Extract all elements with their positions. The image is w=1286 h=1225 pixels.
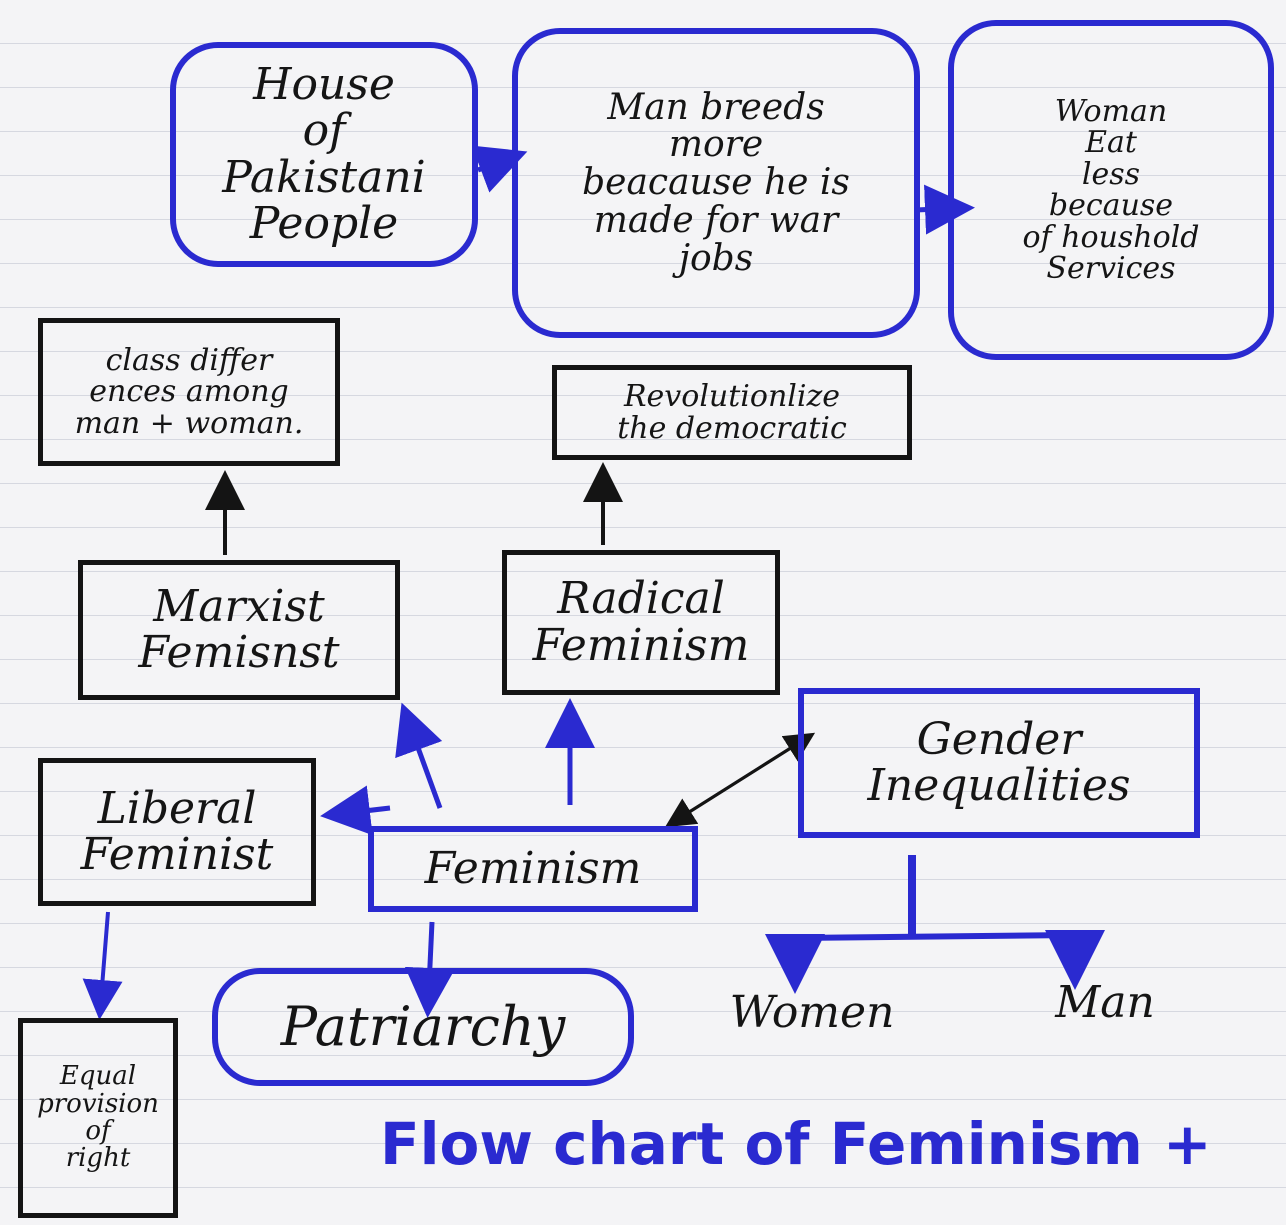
man-label: Man: [1030, 968, 1180, 1038]
radical-feminism-text: Radical Feminism: [532, 573, 750, 671]
arrow-feminism-to-marxist: [395, 702, 443, 809]
arrow-man-breeds-to-woman-eat: [914, 184, 975, 235]
radical-feminism-box: Radical Feminism: [502, 550, 780, 695]
gender-inequalities-text: Gender Inequalities: [867, 713, 1131, 811]
patriarchy-text: Patriarchy: [280, 994, 566, 1058]
diagram-caption: Flow chart of Feminism +: [380, 1110, 1212, 1178]
equal-provision-box: Equal provision of right: [18, 1018, 178, 1218]
women-text: Women: [729, 986, 895, 1038]
arrow-liberal-to-equal: [82, 911, 123, 1020]
arrow-feminism-to-liberal: [320, 785, 391, 836]
arrow-house-to-man-breeds: [471, 145, 528, 193]
man-breeds-text: Man breeds more beacause he is made for …: [582, 86, 850, 279]
class-differences-text: class differ ences among man + woman.: [74, 342, 304, 441]
feminism-text: Feminism: [424, 842, 642, 894]
class-differences-box: class differ ences among man + woman.: [38, 318, 340, 466]
arrow-feminism-to-patriarchy: [404, 921, 455, 1018]
man-text: Man: [1055, 976, 1155, 1028]
woman-eat-text: Woman Eat less because of houshold Servi…: [1022, 93, 1200, 286]
equal-provision-text: Equal provision of right: [37, 1061, 159, 1174]
marxist-feminist-text: Marxist Femisnst: [138, 580, 340, 678]
revolutionize-box: Revolutionlize the democratic: [552, 365, 912, 460]
house-of-pakistani-people-cloud: House of Pakistani People: [170, 42, 478, 267]
man-breeds-cloud: Man breeds more beacause he is made for …: [512, 28, 920, 338]
connector-gender-branch: [794, 932, 1076, 941]
feminism-box: Feminism: [368, 826, 698, 912]
women-label: Women: [712, 978, 912, 1048]
liberal-feminist-box: Liberal Feminist: [38, 758, 316, 906]
gender-inequalities-box: Gender Inequalities: [798, 688, 1200, 838]
woman-eat-cloud: Woman Eat less because of houshold Servi…: [948, 20, 1274, 360]
patriarchy-cloud: Patriarchy: [212, 968, 634, 1086]
house-of-pakistani-people-text: House of Pakistani People: [222, 59, 426, 249]
marxist-feminist-box: Marxist Femisnst: [78, 560, 400, 700]
revolutionize-text: Revolutionlize the democratic: [617, 379, 847, 446]
arrow-gender-to-feminism: [664, 740, 801, 828]
liberal-feminist-text: Liberal Feminist: [80, 782, 274, 880]
